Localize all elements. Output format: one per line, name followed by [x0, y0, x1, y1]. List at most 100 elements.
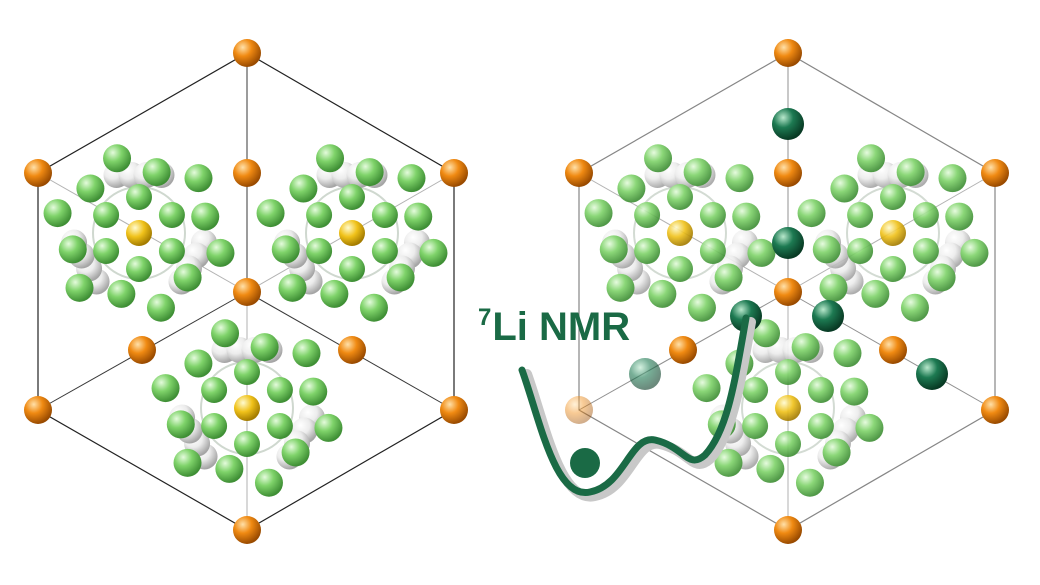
chlorine-atom: [692, 374, 721, 403]
chlorine-atom: [683, 158, 712, 187]
chlorine-atom: [634, 238, 661, 264]
chlorine-atom: [699, 202, 726, 228]
chlorine-atom: [292, 339, 321, 368]
chlorine-atom: [339, 184, 365, 210]
corner-atom: [774, 39, 802, 67]
chlorine-atom: [775, 359, 801, 385]
chlorine-atom: [725, 164, 754, 193]
boron-atom: [339, 220, 365, 246]
chlorine-atom: [714, 263, 743, 292]
chlorine-atom: [386, 263, 415, 292]
chlorine-atom: [880, 256, 906, 282]
chlorine-atom: [256, 199, 285, 228]
chlorine-atom: [266, 413, 293, 439]
chlorine-atom: [833, 339, 862, 368]
nmr-text: Li NMR: [492, 305, 631, 349]
chlorine-atom: [142, 158, 171, 187]
chlorine-atom: [840, 377, 869, 406]
chlorine-atom: [847, 238, 874, 264]
chlorine-atom: [791, 333, 820, 362]
chlorine-atom: [756, 454, 785, 483]
corner-atom: [128, 336, 156, 364]
chlorine-atom: [306, 202, 333, 228]
chlorine-atom: [822, 438, 851, 467]
chlorine-atom: [960, 238, 989, 267]
chlorine-atom: [900, 293, 929, 322]
chlorine-atom: [184, 164, 213, 193]
chlorine-atom: [93, 238, 120, 264]
corner-atom: [233, 159, 261, 187]
chlorine-atom: [306, 238, 333, 264]
chlorine-atom: [775, 431, 801, 457]
chlorine-atom: [271, 235, 300, 264]
chlorine-atom: [355, 158, 384, 187]
chlorine-atom: [166, 410, 195, 439]
chlorine-atom: [201, 377, 228, 403]
corner-atom: [981, 159, 1009, 187]
corner-atom: [440, 396, 468, 424]
crystal-structure-left: [24, 39, 468, 544]
chlorine-atom: [747, 238, 776, 267]
chlorine-atom: [819, 273, 848, 302]
lithium-atom: [629, 358, 661, 390]
chlorine-atom: [667, 256, 693, 282]
corner-atom: [440, 159, 468, 187]
corner-atom: [774, 159, 802, 187]
corner-atom: [981, 396, 1009, 424]
lithium-atom: [812, 300, 844, 332]
chlorine-atom: [687, 293, 716, 322]
lithium-atom: [916, 358, 948, 390]
corner-atom: [565, 159, 593, 187]
chlorine-atom: [912, 238, 939, 264]
chlorine-atom: [58, 235, 87, 264]
corner-atom: [879, 336, 907, 364]
chlorine-atom: [201, 413, 228, 439]
chlorine-atom: [184, 349, 213, 378]
chlorine-atom: [278, 273, 307, 302]
closo-borane-cluster: [43, 144, 235, 322]
boron-atom: [234, 395, 260, 421]
chlorine-atom: [158, 238, 185, 264]
chlorine-atom: [146, 293, 175, 322]
chlorine-atom: [254, 468, 283, 497]
corner-atom: [233, 39, 261, 67]
chlorine-atom: [397, 164, 426, 193]
chlorine-atom: [795, 468, 824, 497]
chlorine-atom: [599, 235, 628, 264]
chlorine-atom: [855, 413, 884, 442]
chlorine-atom: [266, 377, 293, 403]
lithium-atom: [772, 227, 804, 259]
chlorine-atom: [945, 202, 974, 231]
corner-atom: [24, 159, 52, 187]
chlorine-atom: [211, 319, 240, 348]
chlorine-atom: [807, 413, 834, 439]
corner-atom: [774, 278, 802, 306]
chlorine-atom: [191, 202, 220, 231]
chlorine-atom: [158, 202, 185, 228]
chlorine-atom: [419, 238, 448, 267]
chlorine-atom: [584, 199, 613, 228]
closo-borane-cluster: [151, 319, 343, 497]
corner-atom: [774, 516, 802, 544]
chlorine-atom: [43, 199, 72, 228]
chlorine-atom: [314, 413, 343, 442]
chlorine-atom: [371, 238, 398, 264]
corner-atom: [233, 278, 261, 306]
chlorine-atom: [912, 202, 939, 228]
lithium-in-well: [570, 448, 600, 478]
chlorine-atom: [234, 431, 260, 457]
corner-atom: [338, 336, 366, 364]
chlorine-atom: [606, 273, 635, 302]
chlorine-atom: [359, 293, 388, 322]
corner-atom: [24, 396, 52, 424]
chlorine-atom: [215, 454, 244, 483]
chlorine-atom: [289, 174, 318, 203]
chlorine-atom: [234, 359, 260, 385]
corner-atom: [233, 516, 261, 544]
chlorine-atom: [173, 263, 202, 292]
chlorine-atom: [617, 174, 646, 203]
chlorine-atom: [648, 279, 677, 308]
chlorine-atom: [151, 374, 180, 403]
corner-atoms: [565, 39, 1009, 544]
